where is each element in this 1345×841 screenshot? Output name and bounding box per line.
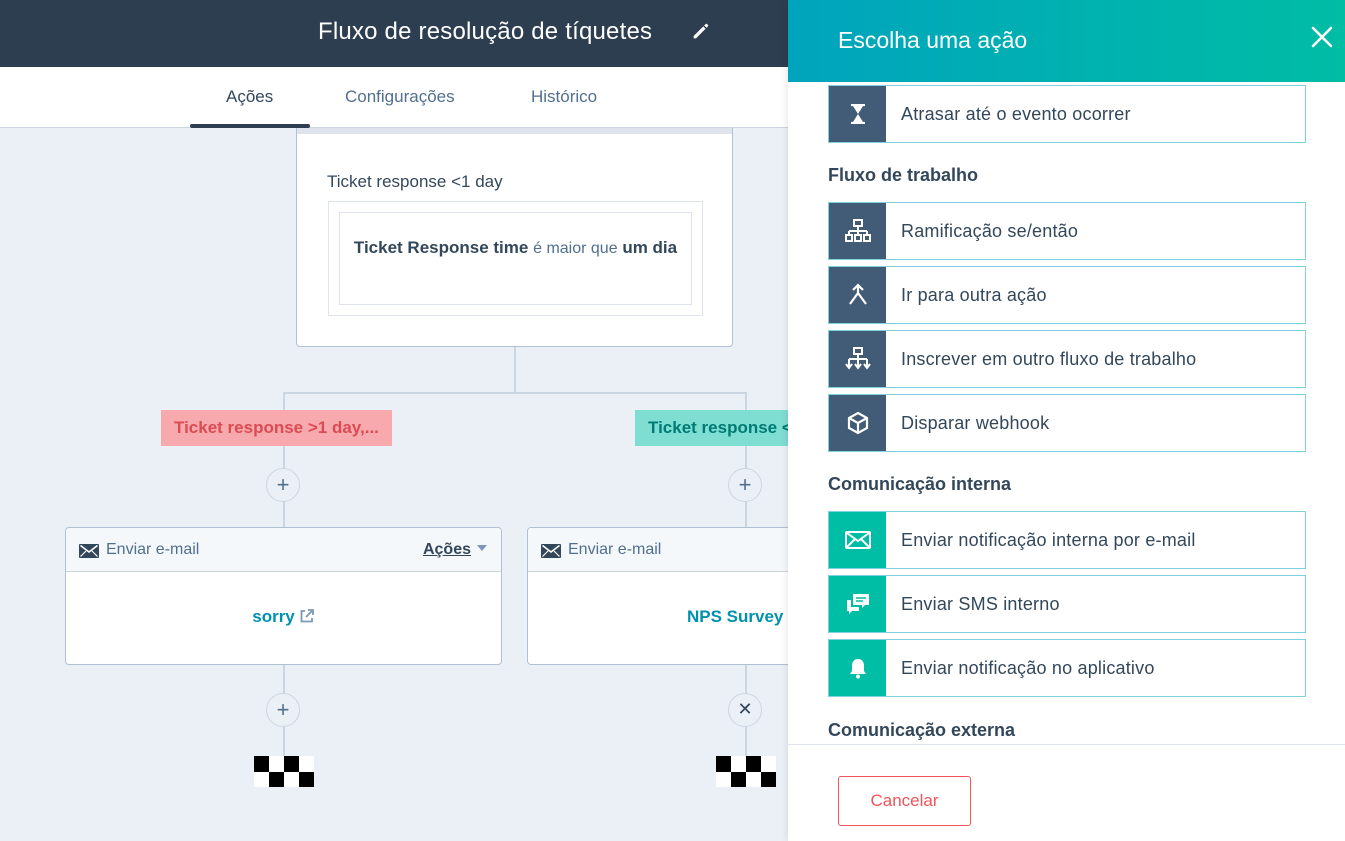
bell-icon bbox=[829, 640, 886, 696]
action-enroll-workflow[interactable]: Inscrever em outro fluxo de trabalho bbox=[828, 330, 1306, 388]
section-title-workflow: Fluxo de trabalho bbox=[828, 165, 979, 185]
condition-operator: é maior que bbox=[533, 240, 618, 257]
panel-header: Escolha uma ação bbox=[788, 0, 1345, 82]
workflow-title: Fluxo de resolução de tíquetes bbox=[318, 18, 653, 45]
branch-label-gt-1-day[interactable]: Ticket response >1 day,... bbox=[161, 410, 392, 446]
email-link[interactable]: sorry bbox=[66, 607, 501, 627]
end-flag-icon bbox=[254, 756, 314, 787]
branch-label-lt-1-day[interactable]: Ticket response < bbox=[635, 410, 805, 446]
action-internal-sms[interactable]: Enviar SMS interno bbox=[828, 575, 1306, 633]
action-label: Enviar notificação no aplicativo bbox=[901, 658, 1155, 678]
panel-body[interactable]: Atrasar até o evento ocorrer Fluxo de tr… bbox=[788, 82, 1345, 744]
pencil-icon[interactable] bbox=[690, 20, 712, 42]
action-label: Enviar SMS interno bbox=[901, 594, 1060, 614]
email-link-label: sorry bbox=[252, 607, 295, 626]
close-icon[interactable] bbox=[1311, 26, 1333, 48]
enroll-workflow-icon bbox=[829, 331, 886, 387]
end-flag-icon bbox=[716, 756, 776, 787]
action-label: Enviar notificação interna por e-mail bbox=[901, 530, 1196, 550]
actions-dropdown-label: Ações bbox=[422, 541, 471, 558]
add-action-button[interactable]: + bbox=[266, 468, 300, 502]
connector-line bbox=[283, 392, 747, 394]
section-title-internal-communication: Comunicação interna bbox=[828, 474, 1012, 494]
action-label: Disparar webhook bbox=[901, 413, 1050, 433]
action-delay-until-event[interactable]: Atrasar até o evento ocorrer bbox=[828, 85, 1306, 143]
tab-settings[interactable]: Configurações bbox=[345, 87, 455, 106]
chat-icon bbox=[829, 576, 886, 632]
action-label: Ramificação se/então bbox=[901, 221, 1079, 241]
active-tab-indicator bbox=[190, 124, 310, 128]
condition-filter: Ticket Response time é maior que um dia bbox=[339, 212, 692, 305]
actions-dropdown[interactable]: Ações bbox=[423, 541, 487, 559]
connector-line bbox=[283, 392, 285, 527]
action-card-send-email[interactable]: Enviar e-mail Ações sorry bbox=[65, 527, 502, 665]
action-in-app-notification[interactable]: Enviar notificação no aplicativo bbox=[828, 639, 1306, 697]
cube-icon bbox=[829, 395, 886, 451]
action-internal-email-notification[interactable]: Enviar notificação interna por e-mail bbox=[828, 511, 1306, 569]
connector-line bbox=[514, 347, 516, 393]
action-if-then-branch[interactable]: Ramificação se/então bbox=[828, 202, 1306, 260]
condition-group: Ticket Response time é maior que um dia bbox=[328, 201, 703, 316]
choose-action-panel: Escolha uma ação Atrasar até o evento oc… bbox=[788, 0, 1345, 841]
external-link-icon bbox=[300, 609, 314, 623]
connector-line bbox=[745, 392, 747, 527]
branch-icon bbox=[829, 203, 886, 259]
hourglass-icon bbox=[829, 86, 886, 142]
action-label: Ir para outra ação bbox=[901, 285, 1047, 305]
caret-down-icon bbox=[477, 545, 487, 551]
tab-actions[interactable]: Ações bbox=[226, 87, 274, 106]
panel-title: Escolha uma ação bbox=[838, 27, 1028, 53]
tab-history[interactable]: Histórico bbox=[531, 87, 598, 106]
add-action-button[interactable]: + bbox=[266, 693, 300, 727]
action-type: Enviar e-mail bbox=[106, 541, 200, 558]
condition-value: um dia bbox=[622, 238, 678, 257]
action-trigger-webhook[interactable]: Disparar webhook bbox=[828, 394, 1306, 452]
action-label: Inscrever em outro fluxo de trabalho bbox=[901, 349, 1197, 369]
merge-arrow-icon bbox=[829, 267, 886, 323]
branch-name: Ticket response <1 day bbox=[327, 172, 503, 191]
envelope-icon bbox=[829, 512, 886, 568]
email-link[interactable]: NPS Survey bbox=[528, 607, 803, 627]
card-top-strip bbox=[297, 128, 732, 134]
action-card-header: Enviar e-mail Ações bbox=[66, 528, 501, 572]
condition-property: Ticket Response time bbox=[353, 238, 529, 257]
add-action-button[interactable]: + bbox=[728, 468, 762, 502]
cancel-button[interactable]: Cancelar bbox=[838, 776, 971, 826]
envelope-icon bbox=[79, 544, 99, 558]
email-link-label: NPS Survey bbox=[687, 607, 784, 626]
action-label: Atrasar até o evento ocorrer bbox=[901, 104, 1131, 124]
action-go-to-action[interactable]: Ir para outra ação bbox=[828, 266, 1306, 324]
envelope-icon bbox=[541, 544, 561, 558]
panel-footer: Cancelar bbox=[788, 744, 1345, 841]
branch-card[interactable]: Ticket response <1 day Ticket Response t… bbox=[296, 128, 733, 347]
remove-action-button[interactable]: ✕ bbox=[728, 693, 762, 727]
section-title-external-communication: Comunicação externa bbox=[828, 720, 1016, 740]
action-type: Enviar e-mail bbox=[568, 541, 662, 558]
